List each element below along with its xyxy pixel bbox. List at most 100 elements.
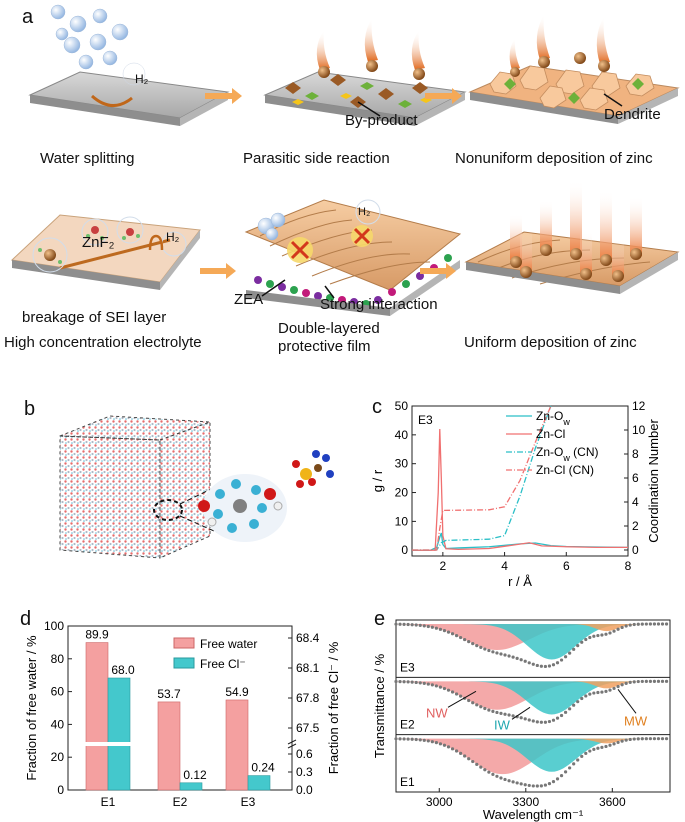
- spectrum-point: [592, 634, 596, 638]
- spectrum-point: [640, 737, 644, 741]
- strong-interaction-label: Strong interaction: [320, 296, 438, 313]
- legend-entry: Zn-Ow: [536, 409, 570, 427]
- spectrum-point: [446, 630, 451, 634]
- spectrum-point: [426, 624, 430, 629]
- spectrum-point: [555, 777, 560, 781]
- y2-tick-label: 12: [632, 399, 646, 413]
- y2-tick-label: 8: [632, 447, 639, 461]
- y2-tick-label: 4: [632, 495, 639, 509]
- spectrum-point: [523, 783, 527, 787]
- spectrum-point: [491, 650, 495, 654]
- spectrum-point: [648, 679, 652, 683]
- spectrum-point: [624, 624, 628, 628]
- spectrum-point: [628, 680, 632, 685]
- y-tick-label: 0: [57, 783, 64, 797]
- caption-double-1: Double-layered: [278, 320, 380, 337]
- spectrum-point: [410, 737, 414, 741]
- zinc-cluster-icon: [198, 479, 283, 533]
- bar-value-label: 53.7: [157, 687, 181, 701]
- spectrum-point: [467, 698, 471, 703]
- spectrum-point: [608, 688, 612, 692]
- y2-tick-label: 67.8: [296, 691, 320, 705]
- spectrum-point: [483, 706, 487, 711]
- plate-double-layer: [244, 199, 462, 316]
- spectrum-point: [547, 664, 552, 668]
- plate-sei: [10, 214, 201, 290]
- x-tick-label: 8: [625, 559, 632, 573]
- peak-fill-IW: [396, 681, 670, 715]
- bar-value-label: 54.9: [225, 685, 249, 699]
- x-tick-label: E2: [173, 795, 188, 809]
- spectrum-point: [616, 740, 620, 745]
- spectrum-point: [406, 680, 410, 684]
- caption-double-2: protective film: [278, 338, 371, 355]
- spectrum-point: [584, 637, 588, 642]
- spectrum-point: [640, 622, 644, 626]
- spectrum-point: [454, 692, 459, 696]
- spectrum-point: [483, 768, 487, 772]
- spectrum-point: [568, 766, 572, 770]
- spectrum-point: [580, 640, 584, 644]
- spectrum-point: [479, 765, 483, 769]
- panel-letter-a: a: [22, 6, 34, 28]
- spectrum-point: [402, 622, 406, 626]
- x-tick-label: 2: [440, 559, 447, 573]
- legend-entry: Free Cl⁻: [200, 657, 246, 671]
- spectrum-point: [652, 679, 657, 683]
- peak-arrow: [617, 689, 637, 714]
- spectrum-point: [467, 640, 471, 644]
- free-fraction-chart: 0204060801000.00.30.667.567.868.168.489.…: [24, 619, 341, 809]
- spectrum-point: [434, 741, 438, 745]
- h2-label-mid: H₂: [358, 206, 371, 218]
- spectrum-point: [519, 716, 523, 720]
- x-tick-label: 6: [563, 559, 570, 573]
- spectrum-point: [572, 762, 576, 766]
- y2-tick-label: 0.3: [296, 765, 313, 779]
- spectrum-point: [656, 622, 661, 626]
- series-line-3: [412, 405, 552, 551]
- spectrum-point: [459, 751, 463, 756]
- spectrum-point: [539, 784, 543, 788]
- spectrum-point: [531, 662, 535, 666]
- spectrum-point: [531, 719, 535, 723]
- znf2-label: ZnF₂: [82, 234, 115, 251]
- plot-frame: [395, 619, 671, 793]
- spectrum-point: [406, 622, 410, 627]
- spectrum-point: [459, 694, 463, 698]
- y-tick-label: 100: [44, 619, 64, 633]
- spectrum-point: [608, 743, 612, 747]
- spectrum-point: [640, 679, 644, 684]
- y-tick-label: 40: [395, 428, 409, 442]
- peak-arrow: [447, 690, 477, 708]
- spectrum-point: [551, 718, 556, 722]
- spectrum-point: [507, 779, 511, 783]
- band-label: E3: [400, 660, 415, 674]
- spectrum-point: [584, 751, 588, 755]
- peak-label-nw: NW: [426, 705, 448, 720]
- spectrum-point: [398, 622, 402, 626]
- spectrum-point: [410, 680, 414, 684]
- plate-dendrite: [468, 14, 680, 124]
- spectrum-point: [543, 783, 548, 787]
- spectrum-point: [414, 680, 418, 685]
- spectrum-point: [559, 713, 564, 718]
- caption-water-splitting: Water splitting: [40, 150, 135, 167]
- spectrum-point: [422, 681, 426, 685]
- legend-entry: Zn-Ow (CN): [536, 445, 599, 463]
- spectrum-point: [438, 627, 443, 631]
- y-tick-label: 20: [395, 486, 409, 500]
- panel-letter-b: b: [24, 398, 36, 420]
- spectrum-point: [551, 663, 556, 667]
- spectrum-point: [475, 643, 479, 648]
- spectrum-point: [511, 714, 515, 718]
- spectrum-point: [576, 758, 580, 762]
- spectrum-point: [402, 680, 406, 684]
- spectrum-point: [563, 710, 568, 714]
- spectrum-point: [471, 642, 475, 646]
- spectrum-point: [487, 708, 491, 712]
- spectrum-point: [471, 759, 475, 764]
- spectrum-point: [652, 737, 657, 741]
- spectrum-point: [632, 680, 636, 684]
- spectrum-point: [519, 782, 523, 786]
- band-label: E1: [400, 775, 415, 789]
